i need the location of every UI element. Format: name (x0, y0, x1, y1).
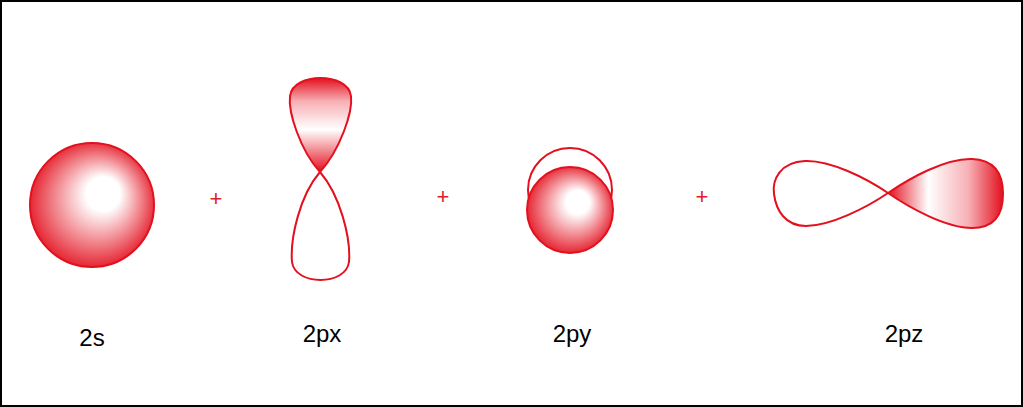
orbital-label: 2s (79, 326, 104, 350)
plus-sign: + (696, 186, 709, 208)
s-orbital (30, 143, 154, 267)
plus-sign: + (437, 186, 450, 208)
orbital-label: 2py (553, 322, 592, 346)
orbital-label: 2px (303, 322, 342, 346)
pz-right-lobe (888, 159, 1003, 228)
orbital-label: 2pz (885, 322, 924, 346)
px-lower-lobe (292, 172, 349, 280)
plus-sign: + (210, 188, 223, 210)
px-upper-lobe (290, 78, 351, 172)
pz-left-lobe (774, 161, 888, 226)
py-front-lobe (527, 167, 613, 253)
